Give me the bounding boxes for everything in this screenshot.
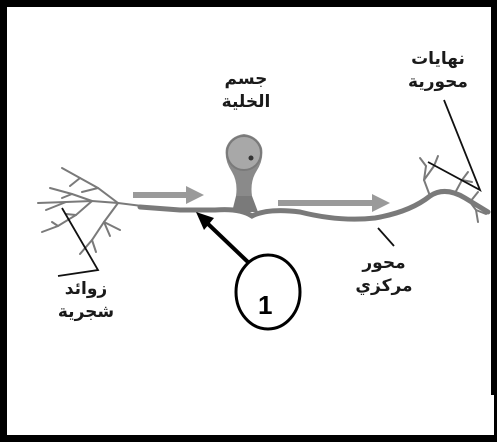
axon-terminals-label: نهايات محورية (408, 49, 468, 92)
axon-trunk (137, 189, 491, 222)
cell-body (225, 134, 263, 212)
flow-arrow-right-shaft (278, 200, 374, 206)
flow-arrow-right-head (372, 194, 390, 212)
axon-label: محور مركزي (355, 253, 413, 296)
axon-pointer (377, 227, 395, 247)
dendrites (37, 167, 151, 255)
dendrites-label: زوائد شجرية (57, 279, 115, 322)
cell-body-label: جسم الخلية (221, 69, 271, 112)
terminals-pointer (427, 99, 482, 192)
marker-number: 1 (258, 290, 273, 320)
signal-direction-arrows (133, 186, 390, 212)
pointer-lines (57, 99, 482, 277)
frame-edge (491, 0, 497, 395)
marker-circle (234, 253, 302, 331)
dendrites-pointer (57, 207, 100, 277)
flow-arrow-left-head (186, 186, 204, 204)
axon-terminals (419, 155, 487, 223)
flow-arrow-left-shaft (133, 192, 189, 198)
marker-arrow (196, 212, 252, 266)
